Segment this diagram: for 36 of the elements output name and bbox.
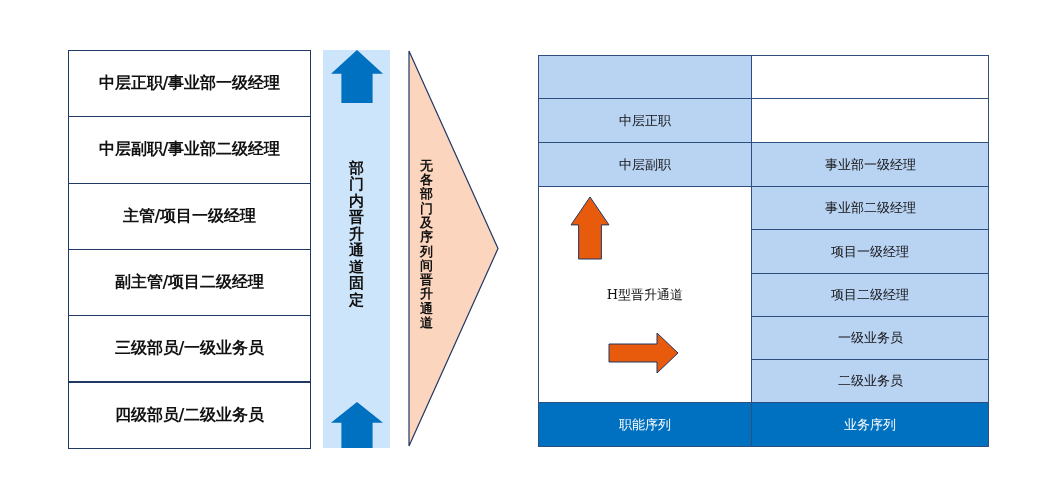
position-label: 主管/项目一级经理 <box>122 205 257 227</box>
channel-band <box>323 50 390 448</box>
position-label: 中层副职 <box>619 155 671 174</box>
position-label: 事业部二级经理 <box>824 199 916 217</box>
position-label: 二级业务员 <box>837 372 903 390</box>
table-cell <box>751 402 989 447</box>
level-box <box>68 248 311 317</box>
table-cell <box>538 402 752 447</box>
table-cell <box>751 229 989 274</box>
vertical-label: 部门内晋升通道固定 <box>349 159 364 309</box>
position-label: 四级部员/二级业务员 <box>114 404 265 426</box>
table-cell <box>751 186 989 230</box>
level-box <box>68 315 311 383</box>
position-label: 中层正职/事业部一级经理 <box>98 73 281 95</box>
level-box <box>68 182 311 250</box>
vertical-label: 无各部门及序列间晋升通道 <box>420 158 433 331</box>
table-cell <box>751 142 989 187</box>
position-label: H型晋升通道 <box>606 285 684 304</box>
position-label: 一级业务员 <box>837 329 903 347</box>
position-label: 中层副职/事业部二级经理 <box>98 139 281 161</box>
table-cell <box>538 142 752 187</box>
position-label: 项目二级经理 <box>831 286 909 304</box>
position-label: 副主管/项目二级经理 <box>114 272 265 294</box>
table-cell <box>751 316 989 360</box>
table-cell <box>538 98 752 143</box>
position-label: 三级部员/一级业务员 <box>114 338 265 360</box>
level-box <box>68 50 311 118</box>
table-cell <box>751 273 989 317</box>
position-label: 中层正职 <box>619 111 671 130</box>
position-label: 事业部一级经理 <box>824 155 916 174</box>
table-cell <box>751 359 989 403</box>
position-label: 职能序列 <box>619 415 671 434</box>
position-label: 业务序列 <box>844 415 896 434</box>
level-box <box>68 381 311 449</box>
level-box <box>68 116 311 184</box>
position-label: 项目一级经理 <box>831 242 909 261</box>
